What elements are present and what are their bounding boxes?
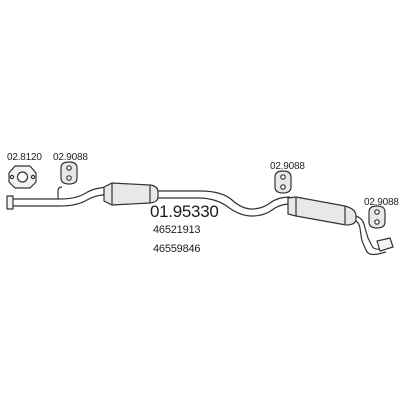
rubber-hanger-icon xyxy=(60,161,78,185)
component-code-gasket: 02.8120 xyxy=(7,152,42,163)
rubber-hanger-icon xyxy=(274,170,292,194)
oe-number: 46559846 xyxy=(153,243,201,255)
rear-muffler xyxy=(287,196,357,226)
mid-pipe xyxy=(158,190,291,217)
component-code-hanger: 02.9088 xyxy=(364,197,399,208)
component-code-hanger: 02.9088 xyxy=(270,161,305,172)
oe-number: 46521913 xyxy=(153,224,201,236)
rubber-hanger-icon xyxy=(368,205,386,229)
middle-muffler xyxy=(103,182,159,206)
tailpipe xyxy=(355,215,394,256)
flange-gasket-icon xyxy=(8,165,37,189)
component-code-hanger: 02.9088 xyxy=(53,152,88,163)
exhaust-pipe xyxy=(6,186,107,210)
main-part-number: 01.95330 xyxy=(150,202,219,221)
